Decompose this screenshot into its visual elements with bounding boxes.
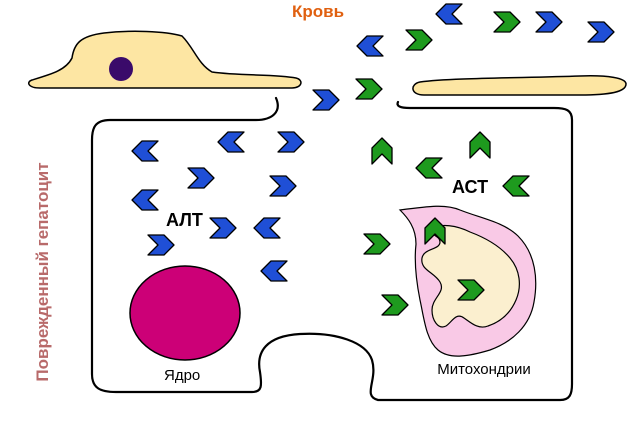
blue-chevron-icon [356, 35, 384, 57]
damaged-hepatocyte-label: Поврежденный гепатоцит [33, 162, 52, 381]
ast-label: АСТ [452, 177, 488, 197]
green-chevron-icon [493, 11, 521, 33]
green-chevron-icon [363, 233, 391, 255]
endothelial-cell-right [412, 75, 627, 96]
blue-chevron-icon [147, 234, 175, 256]
green-chevron-icon [355, 78, 383, 100]
alt-label: АЛТ [166, 210, 203, 230]
mitochondrion-inner [421, 224, 520, 328]
blue-chevron-icon [535, 11, 563, 33]
green-chevron-icon [502, 175, 530, 197]
hepatocyte-membrane [90, 96, 574, 402]
blue-chevron-icon [131, 140, 159, 162]
blue-chevron-icon [269, 175, 297, 197]
green-chevron-icon [405, 29, 433, 51]
blue-chevron-icon [312, 89, 340, 111]
green-chevron-icon [469, 131, 491, 159]
blue-chevron-icon [277, 131, 305, 153]
green-chevron-icon [371, 137, 393, 165]
nucleus [129, 265, 241, 361]
blue-chevron-icon [435, 3, 463, 25]
blue-chevron-icon [253, 217, 281, 239]
blue-chevron-icon [260, 260, 288, 282]
blue-chevron-icon [217, 131, 245, 153]
blue-chevron-icon [587, 21, 615, 43]
endothelial-cell-left [27, 30, 302, 89]
mitochondria-label: Митохондрии [437, 361, 531, 378]
green-chevron-icon [381, 294, 409, 316]
blood-label: Кровь [292, 2, 344, 21]
blue-chevron-icon [187, 167, 215, 189]
nucleus-label: Ядро [164, 367, 200, 384]
blue-chevron-icon [131, 189, 159, 211]
endothelial-nucleus [109, 57, 133, 81]
green-chevron-icon [415, 157, 443, 179]
blue-chevron-icon [209, 217, 237, 239]
